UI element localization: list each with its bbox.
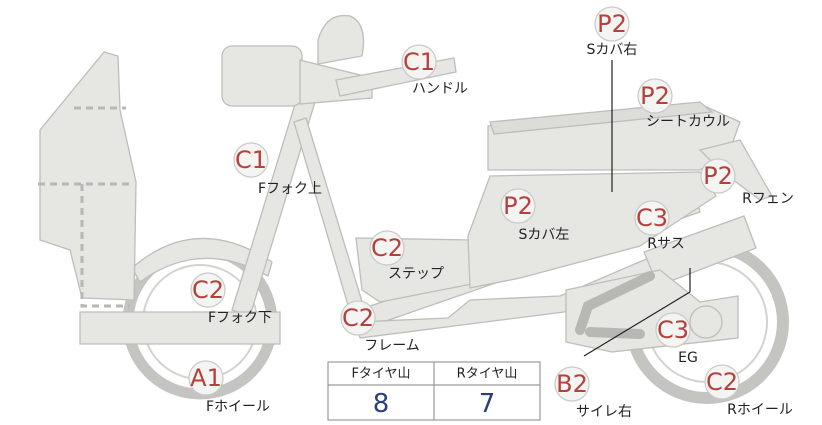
grade-text: A1 — [190, 364, 222, 392]
part-label: Sカバ左 — [519, 227, 570, 243]
leg-shield-seam — [38, 106, 132, 308]
engine-arm-shape — [575, 271, 655, 339]
leg-shield-shape — [39, 51, 137, 301]
part-label: Fフォク上 — [258, 181, 322, 197]
part-badges: P2 Sカバ右 C1 ハンドル P2 シートカウル C1 Fフォク上 P2 Rフ… — [188, 6, 794, 420]
windscreen-shape — [317, 14, 365, 65]
part-label: シートカウル — [646, 114, 730, 130]
part-label: フレーム — [364, 338, 420, 354]
part-label: Rサス — [647, 236, 684, 252]
part-label: Sカバ右 — [587, 42, 638, 58]
part-marker-engine[interactable]: C3 EG — [655, 312, 698, 366]
fork-brace-shape — [293, 117, 365, 313]
grade-text: C2 — [706, 368, 738, 396]
grade-text: C2 — [371, 234, 403, 262]
part-label: Fホイール — [206, 399, 270, 415]
part-marker-handle[interactable]: C1 ハンドル — [401, 44, 468, 97]
part-label: Rホイール — [727, 402, 793, 418]
part-label: Fフォク下 — [208, 310, 272, 326]
part-marker-cover-right[interactable]: P2 Sカバ右 — [587, 6, 638, 58]
part-label: EG — [678, 350, 698, 366]
part-label: サイレ右 — [576, 404, 632, 420]
part-marker-front-wheel[interactable]: A1 Fホイール — [188, 360, 270, 415]
part-marker-cover-left[interactable]: P2 Sカバ左 — [500, 188, 570, 243]
front-tire-value: 8 — [373, 389, 390, 419]
grade-text: C2 — [192, 276, 224, 304]
grade-text: C3 — [636, 204, 668, 232]
part-label: Rフェン — [742, 191, 794, 207]
grade-text: C2 — [342, 304, 374, 332]
grade-text: C1 — [235, 146, 267, 174]
headlight-shape — [221, 45, 303, 107]
silencer-leader-diagonal — [583, 291, 691, 357]
part-marker-fork-upper[interactable]: C1 Fフォク上 — [233, 142, 322, 197]
grade-text: P2 — [703, 162, 733, 190]
rear-tire-header: Rタイヤ山 — [457, 367, 518, 382]
part-marker-rear-sus[interactable]: C3 Rサス — [634, 200, 685, 252]
grade-text: C1 — [403, 48, 435, 76]
grade-text: P2 — [597, 10, 627, 38]
grade-text: P2 — [503, 192, 533, 220]
grade-text: P2 — [640, 82, 670, 110]
part-marker-rear-wheel[interactable]: C2 Rホイール — [704, 364, 793, 418]
part-marker-fork-lower[interactable]: C2 Fフォク下 — [190, 272, 272, 326]
part-label: ステップ — [388, 266, 444, 282]
part-marker-rear-fender[interactable]: P2 Rフェン — [700, 158, 794, 207]
part-marker-silencer-right[interactable]: B2 サイレ右 — [554, 366, 632, 420]
grade-text: C3 — [657, 316, 689, 344]
part-marker-step[interactable]: C2 ステップ — [369, 230, 444, 282]
rear-tire-value: 7 — [479, 389, 496, 419]
tire-tread-table: Fタイヤ山 Rタイヤ山 8 7 — [327, 361, 541, 421]
rear-hub-shape — [689, 305, 723, 339]
part-label: ハンドル — [412, 81, 468, 97]
front-fender-shape — [131, 237, 273, 283]
grade-text: B2 — [556, 370, 588, 398]
footboard-front-shape — [79, 311, 281, 345]
front-tire-header: Fタイヤ山 — [351, 367, 410, 382]
part-marker-frame[interactable]: C2 フレーム — [340, 300, 420, 354]
part-marker-seat-cowl[interactable]: P2 シートカウル — [637, 78, 730, 130]
